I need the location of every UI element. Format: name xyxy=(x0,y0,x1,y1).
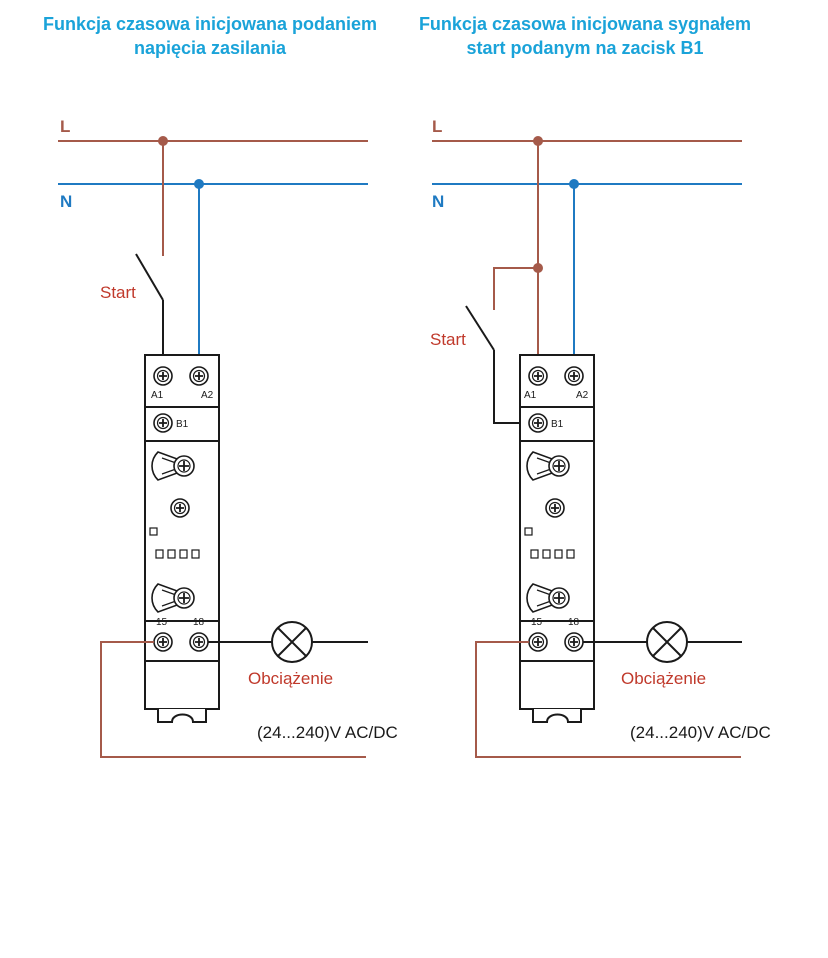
screw-terminal-icon xyxy=(564,366,584,386)
din-clip xyxy=(157,709,207,723)
terminal-a2-label: A2 xyxy=(576,390,589,401)
terminal-18-label: 18 xyxy=(568,617,580,628)
wire-b1 xyxy=(493,350,529,424)
terminal-b1-label: B1 xyxy=(176,419,189,430)
screw-terminal-icon xyxy=(153,632,173,652)
wire-15-supply xyxy=(100,641,366,758)
led-indicator-icon xyxy=(530,549,575,559)
device-bottom-block xyxy=(519,660,595,710)
voltage-label: (24...240)V AC/DC xyxy=(630,723,771,742)
terminal-18-label: 18 xyxy=(193,617,205,628)
diagram-right: L N Start A1 A2 B1 15 xyxy=(430,117,771,758)
terminal-15-label: 15 xyxy=(531,617,543,628)
start-switch-lever xyxy=(135,253,164,301)
led-indicator-icon xyxy=(155,549,200,559)
terminal-a2-label: A2 xyxy=(201,390,214,401)
screw-terminal-icon xyxy=(153,413,173,433)
terminal-15-label: 15 xyxy=(156,617,168,628)
line-l-label: L xyxy=(432,117,442,136)
lamp-icon xyxy=(271,621,313,663)
lamp-icon xyxy=(646,621,688,663)
line-n-label: N xyxy=(432,192,444,211)
load-label: Obciążenie xyxy=(621,669,706,688)
terminal-a1-label: A1 xyxy=(524,390,537,401)
terminal-a1-label: A1 xyxy=(151,390,164,401)
device-bottom-block xyxy=(144,660,220,710)
line-l-label: L xyxy=(60,117,70,136)
led-indicator-icon xyxy=(149,527,158,536)
screw-terminal-icon xyxy=(528,366,548,386)
device-b1-block xyxy=(144,406,220,442)
diagram-title-right: Funkcja czasowa inicjowana sygnałem star… xyxy=(418,14,752,58)
diagram-left: L N Start A1 A2 B1 15 18 xyxy=(58,117,398,758)
line-n-label: N xyxy=(60,192,72,211)
screw-terminal-icon xyxy=(528,413,548,433)
start-switch-lever xyxy=(465,305,495,351)
din-clip xyxy=(532,709,582,723)
screw-terminal-icon xyxy=(564,632,584,652)
start-label: Start xyxy=(430,330,466,349)
voltage-label: (24...240)V AC/DC xyxy=(257,723,398,742)
screw-terminal-icon xyxy=(189,632,209,652)
load-label: Obciążenie xyxy=(248,669,333,688)
knob-icon[interactable] xyxy=(170,498,190,518)
knob-icon[interactable] xyxy=(545,498,565,518)
screw-terminal-icon xyxy=(528,632,548,652)
start-label: Start xyxy=(100,283,136,302)
wire-15-supply xyxy=(475,641,741,758)
led-indicator-icon xyxy=(524,527,533,536)
terminal-b1-label: B1 xyxy=(551,419,564,430)
start-feed-wire xyxy=(493,267,538,310)
screw-terminal-icon xyxy=(189,366,209,386)
screw-terminal-icon xyxy=(153,366,173,386)
diagram-title-left: Funkcja czasowa inicjowana podaniem napi… xyxy=(42,14,378,58)
